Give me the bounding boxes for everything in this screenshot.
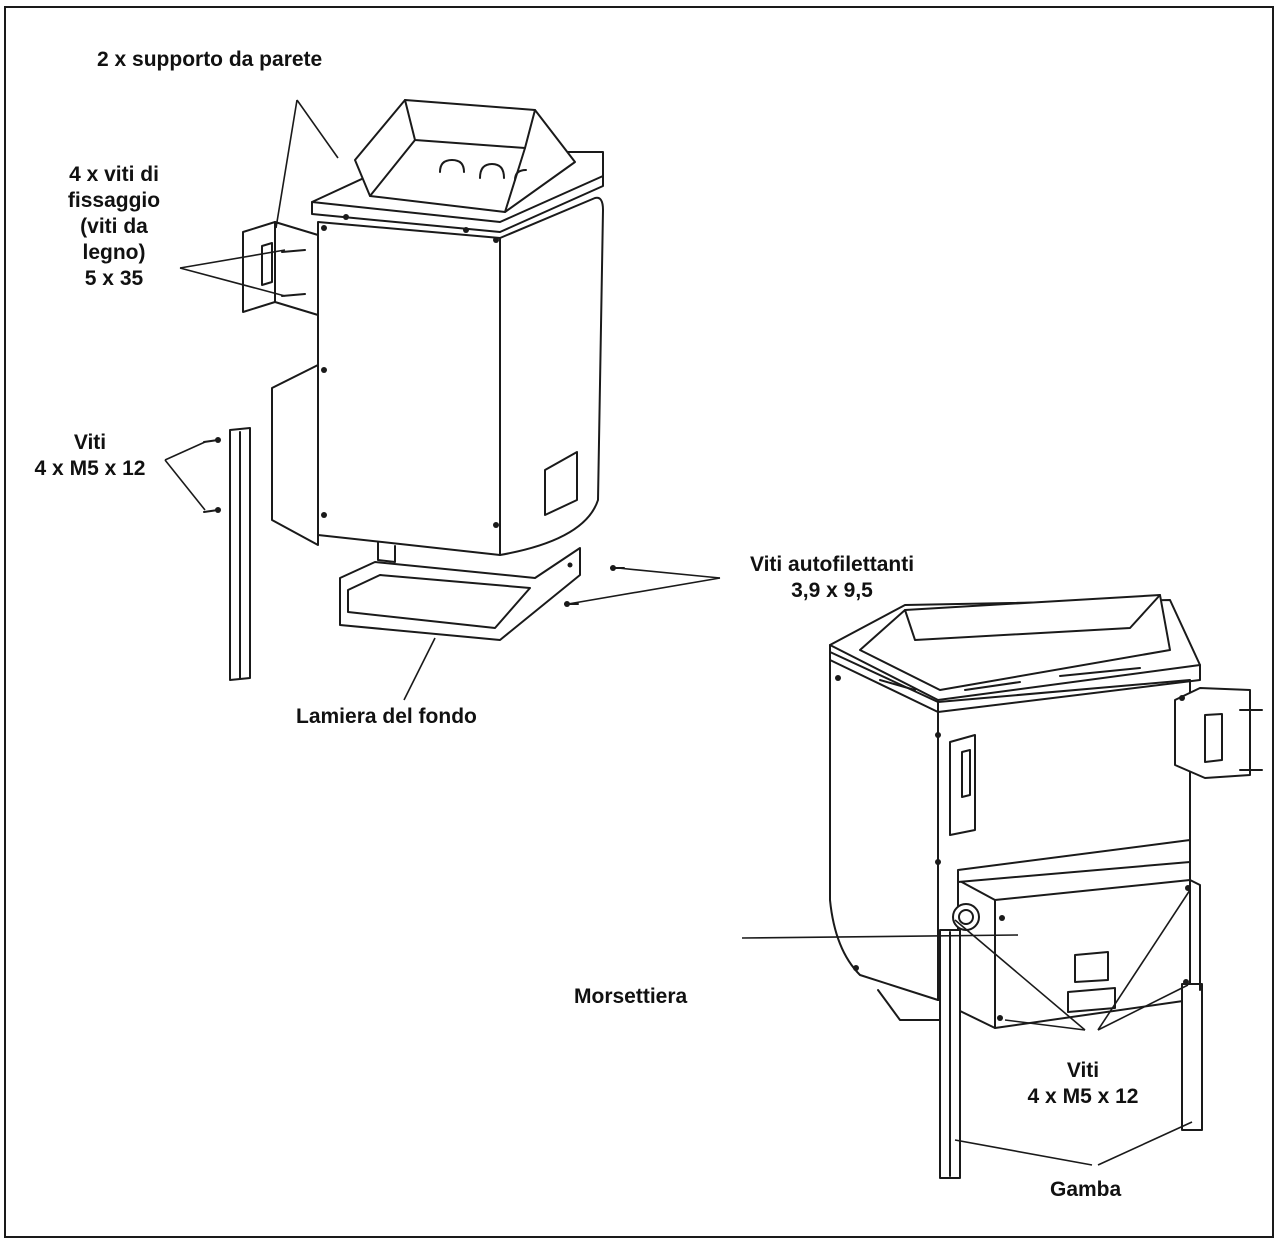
label-fixing-screws: 4 x viti di fissaggio (viti da legno) 5 … <box>48 162 180 292</box>
label-leg: Gamba <box>1050 1178 1122 1201</box>
label-screws-right-line2: 4 x M5 x 12 <box>1027 1085 1139 1108</box>
label-fixing-screws-line2: fissaggio <box>67 189 161 212</box>
label-screws-left-line1: Viti <box>73 431 107 454</box>
label-fixing-screws-line3: (viti da <box>80 215 148 238</box>
label-screws-left-line2: 4 x M5 x 12 <box>34 457 146 480</box>
label-screws-left: Viti 4 x M5 x 12 <box>18 430 162 482</box>
label-wall-brackets: 2 x supporto da parete <box>97 48 323 71</box>
label-self-tapping-screws: Viti autofilettanti 3,9 x 9,5 <box>722 552 942 604</box>
diagram-frame <box>4 6 1274 1238</box>
label-fixing-screws-line1: 4 x viti di <box>69 163 159 186</box>
right-leader-lines <box>741 889 1193 1166</box>
label-terminal-box: Morsettiera <box>574 985 688 1008</box>
left-heater-body <box>242 99 604 563</box>
label-self-tapping-line2: 3,9 x 9,5 <box>791 579 873 602</box>
label-self-tapping-line1: Viti autofilettanti <box>749 553 915 576</box>
left-leader-lines <box>164 99 721 701</box>
label-fixing-screws-line4: legno) <box>82 241 146 264</box>
right-heater-body <box>829 594 1263 1029</box>
right-legs <box>939 879 1203 1179</box>
label-screws-right-line1: Viti <box>1066 1059 1100 1082</box>
label-screws-right: Viti 4 x M5 x 12 <box>1008 1058 1158 1110</box>
bottom-plate <box>339 547 581 641</box>
label-fixing-screws-line5: 5 x 35 <box>84 267 144 290</box>
left-leg <box>203 427 251 681</box>
label-bottom-plate: Lamiera del fondo <box>296 705 477 728</box>
